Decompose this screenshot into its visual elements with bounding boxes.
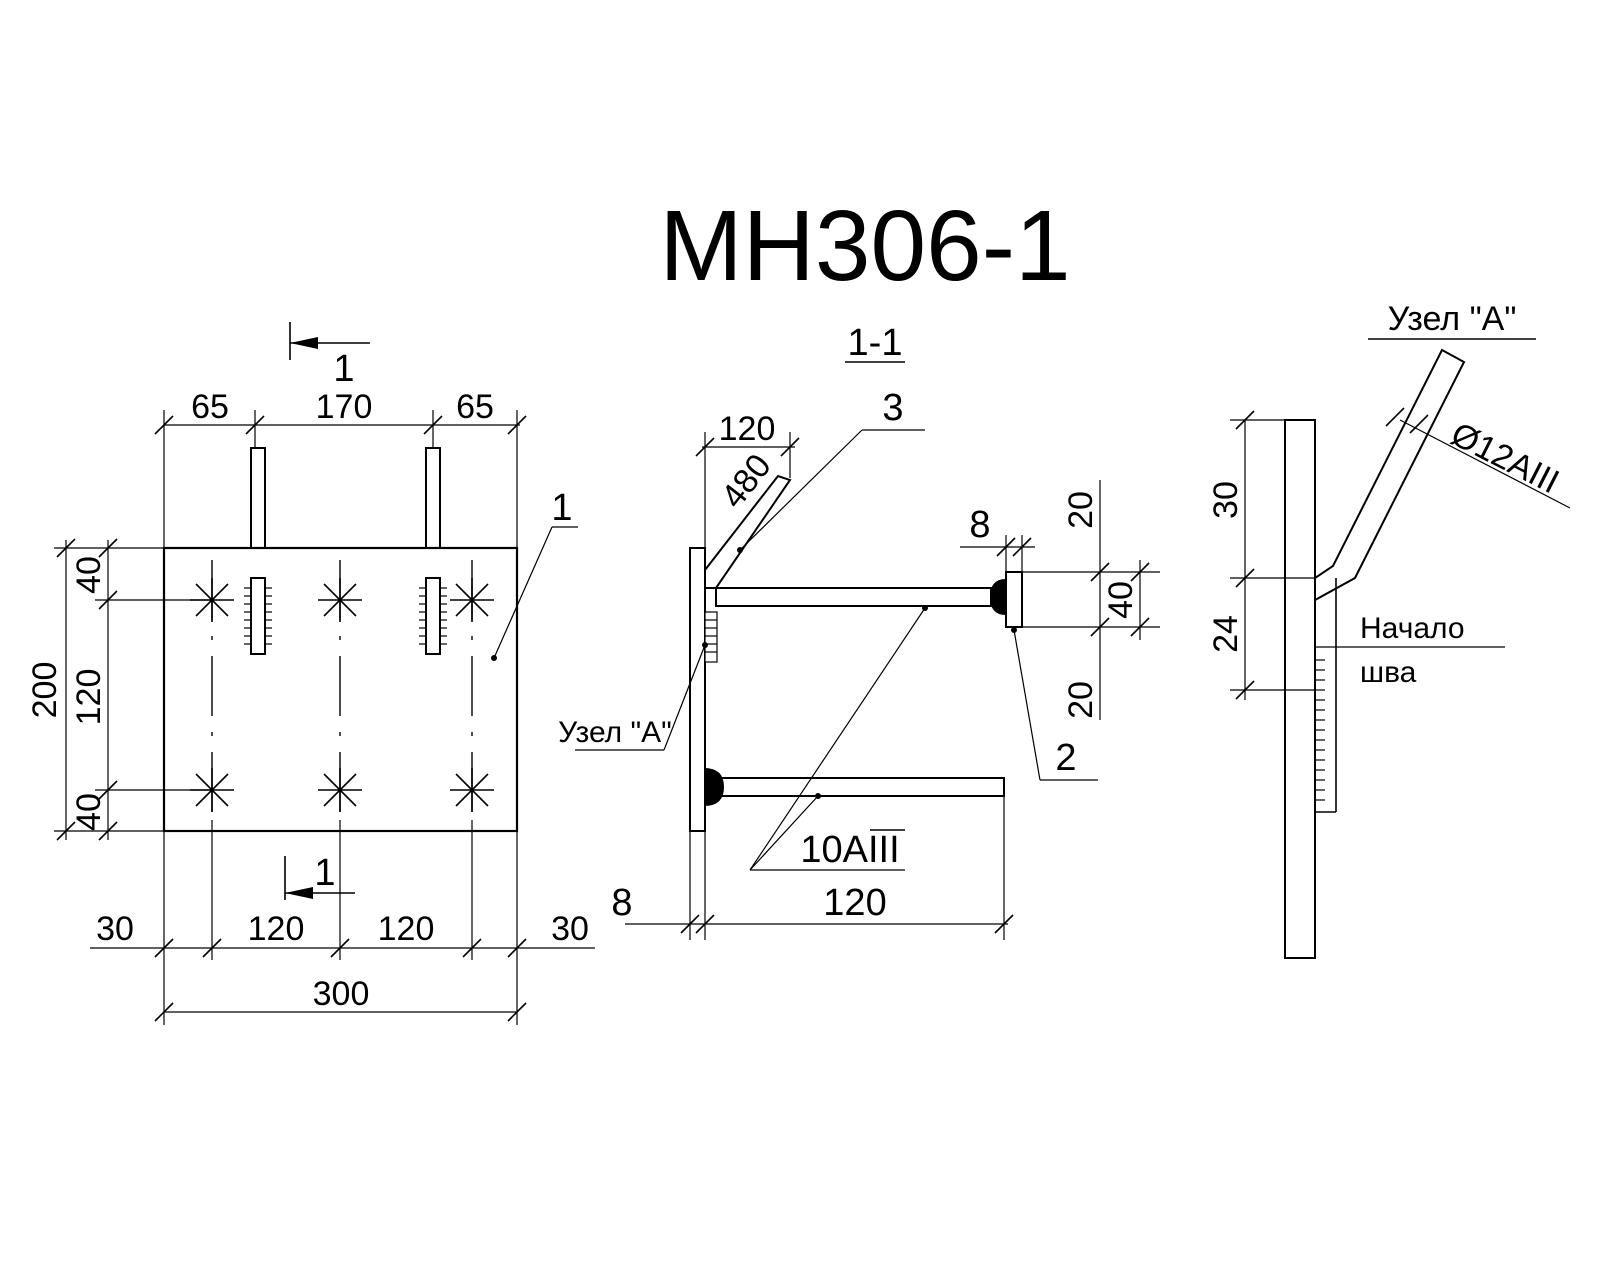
plan-dim-top-0: 65 (191, 388, 229, 426)
plan-dim-left-2: 40 (70, 793, 108, 831)
section-dim-plate: 8 (960, 504, 1035, 572)
part-label-1-text: 1 (551, 487, 572, 529)
plan-dim-bottom-total: 300 (313, 975, 370, 1013)
plan-dim-top-2: 65 (456, 388, 494, 426)
node-plate (1284, 419, 1316, 959)
plan-dim-left: 200 40 120 40 (26, 538, 212, 841)
node-dim-upper: 30 (1207, 481, 1245, 519)
node-dim-left: 30 24 (1207, 410, 1315, 700)
node-rebar-label: Ø12АIII (1445, 415, 1565, 501)
section-weld-hatch (704, 611, 718, 663)
section-dim-bottom-plate: 8 (611, 882, 632, 924)
part-label-1: 1 (491, 487, 578, 661)
section-rod-upper (715, 587, 992, 607)
weld-pad-left (244, 577, 272, 655)
node-detail: Узел "А" 3 (1207, 300, 1571, 959)
part-label-3-text: 3 (882, 387, 903, 429)
drawing-title: МН306-1 (659, 190, 1070, 302)
plan-dim-bottom: 30 120 120 30 300 (90, 820, 595, 1025)
plan-dim-bottom-3: 30 (551, 910, 589, 948)
section-mark-bottom: 1 (284, 852, 355, 900)
section-mark-top: 1 (289, 322, 370, 390)
plan-dim-left-total: 200 (26, 662, 64, 719)
section-mark-bottom-label: 1 (314, 852, 335, 894)
section-view: 1-1 120 480 (558, 322, 1160, 940)
section-weld-lower (704, 768, 724, 806)
section-dim-right-2: 20 (1062, 681, 1100, 719)
section-rod-lower (715, 777, 1005, 797)
section-dim-right: 20 40 20 (1022, 480, 1160, 720)
section-end-plate (1005, 571, 1023, 628)
section-title: 1-1 (848, 322, 903, 364)
section-dim-plate-text: 8 (969, 504, 990, 546)
node-title: Узел "А" (1388, 300, 1517, 338)
rebar-callout: 10АIII (749, 605, 928, 871)
plan-dim-left-0: 40 (70, 556, 108, 594)
node-callout-text: Узел "А" (558, 716, 672, 749)
anchor-rod-right (425, 447, 441, 549)
weld-pad-right (419, 577, 447, 655)
node-weld-hatch (1315, 659, 1325, 801)
plan-view: 1 65 170 65 (26, 322, 595, 1025)
anchor-rod-left (250, 447, 266, 549)
section-dim-right-0: 20 (1062, 491, 1100, 529)
part-label-3: 3 (737, 387, 925, 553)
section-dim-right-1: 40 (1102, 581, 1140, 619)
node-callout: Узел "А" (558, 642, 708, 751)
section-dim-bottom-length: 120 (823, 882, 886, 924)
part-label-2: 2 (1011, 627, 1098, 781)
node-weld-callout: Начало шва (1315, 612, 1505, 689)
section-dim-bottom: 8 120 (611, 796, 1014, 940)
node-dim-lower: 24 (1207, 615, 1245, 653)
section-bent-anchor (704, 474, 792, 589)
plan-dim-bottom-2: 120 (378, 910, 435, 948)
plan-dim-bottom-0: 30 (96, 910, 134, 948)
section-weld-upper (990, 579, 1006, 615)
plan-dim-left-1: 120 (70, 669, 108, 726)
rebar-callout-text: 10АIII (800, 829, 899, 871)
plan-dim-top-1: 170 (316, 388, 373, 426)
section-plate (689, 547, 706, 832)
node-rebar (1314, 348, 1466, 602)
part-label-2-text: 2 (1055, 737, 1076, 779)
node-weld-label-1: Начало (1360, 612, 1465, 645)
section-mark-top-label: 1 (333, 348, 354, 390)
section-dim-top-text: 120 (719, 410, 776, 448)
weld-stars (190, 578, 494, 812)
plan-dim-top: 65 170 65 (154, 388, 527, 548)
node-weld-label-2: шва (1360, 656, 1417, 689)
plan-dim-bottom-1: 120 (248, 910, 305, 948)
